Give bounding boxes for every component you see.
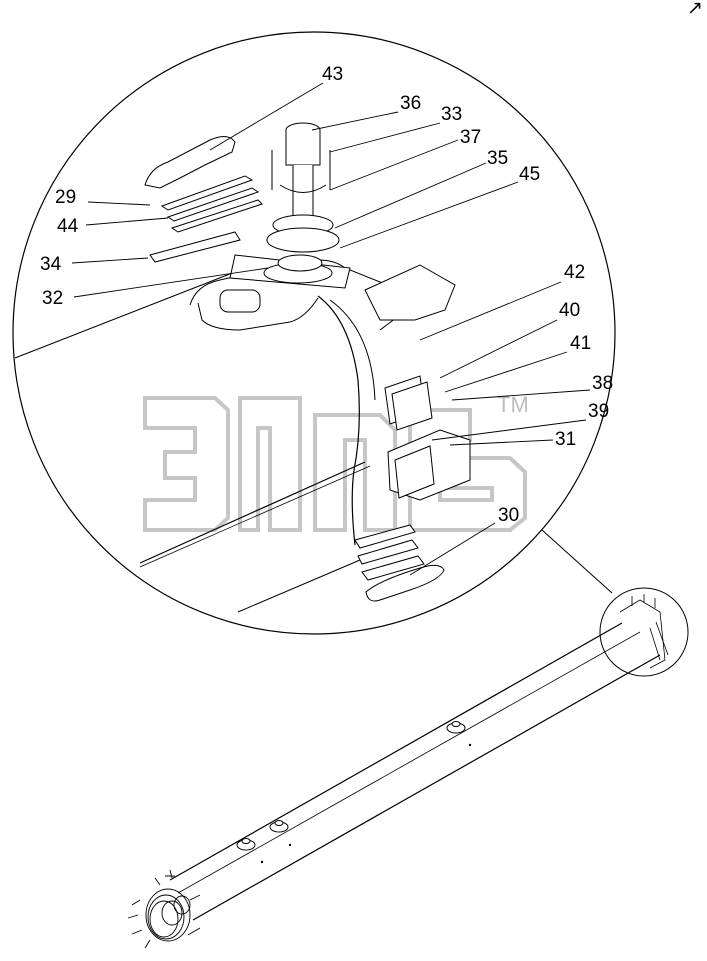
callout-31: 31 [555, 429, 576, 450]
side-shims [384, 375, 471, 501]
callout-36: 36 [400, 93, 421, 114]
callout-33: 33 [441, 104, 462, 125]
leader-lines [71, 82, 591, 576]
callout-35: 35 [487, 148, 508, 169]
lower-shims [354, 524, 445, 602]
watermark-logo [143, 396, 527, 532]
callout-38: 38 [592, 373, 613, 394]
callout-42: 42 [564, 262, 585, 283]
callout-41: 41 [570, 333, 591, 354]
part-36-pin [266, 122, 340, 253]
callout-34: 34 [40, 254, 62, 275]
callout-44: 44 [57, 216, 79, 237]
top-shims [149, 175, 263, 263]
callout-40: 40 [559, 300, 580, 321]
callout-45: 45 [519, 164, 540, 185]
small-circle-hardware [619, 594, 669, 669]
corner-mark: ↗ [687, 0, 703, 19]
callout-43: 43 [322, 64, 343, 85]
detail-circle [12, 31, 616, 635]
callout-29: 29 [55, 187, 76, 208]
part-42-bracket [364, 264, 456, 321]
callout-32: 32 [42, 288, 63, 309]
callout-30: 30 [498, 505, 519, 526]
beam-body-detail [14, 254, 421, 613]
callout-39: 39 [588, 401, 609, 422]
callout-labels: 43 36 33 37 35 45 29 44 34 32 42 40 41 3… [40, 64, 613, 526]
callout-37: 37 [460, 127, 481, 148]
detail-connector [541, 529, 613, 594]
small-detail-circle [599, 587, 689, 677]
part-43-cap [144, 136, 236, 189]
beam-end-assembly [127, 869, 201, 949]
long-beam [165, 622, 661, 921]
